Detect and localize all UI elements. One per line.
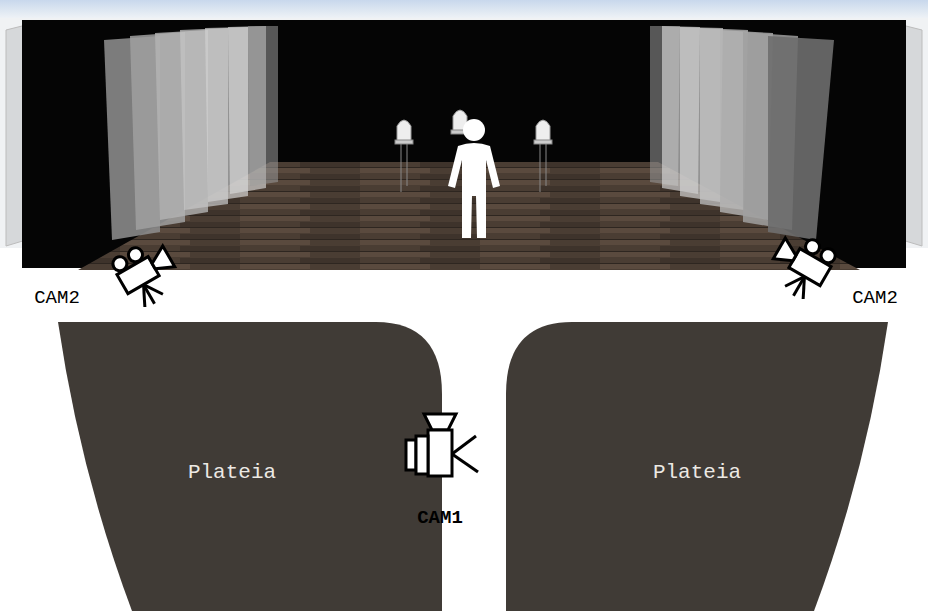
- camera-icon: [109, 235, 185, 313]
- area-label: Plateia: [188, 461, 276, 484]
- audience-area: Plateia: [58, 322, 442, 611]
- right-curtains: [650, 26, 834, 240]
- area-label: Plateia: [653, 461, 741, 484]
- camera-label: CAM1: [417, 507, 463, 529]
- sky: [0, 0, 928, 18]
- person-figure: [448, 119, 500, 238]
- audience-area: Plateia: [506, 322, 888, 611]
- camera-icon: [762, 227, 838, 305]
- black-stage-box: [22, 20, 906, 268]
- camera-label: CAM2: [852, 287, 898, 309]
- camera-label: CAM2: [34, 287, 80, 309]
- left-curtains: [104, 26, 278, 240]
